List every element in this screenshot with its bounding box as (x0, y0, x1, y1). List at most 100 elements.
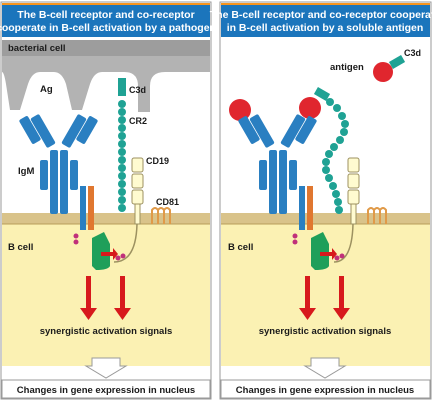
right-igm-stem-side-1 (259, 160, 267, 190)
right-ig-alpha (299, 186, 305, 230)
cr2-bead (336, 136, 344, 144)
left-cr2-chain: C3d CR2 (118, 78, 147, 212)
cd81-loops (151, 207, 171, 224)
cr2-bead (340, 128, 348, 136)
cr2-label: CR2 (129, 116, 147, 126)
right-membrane (221, 213, 430, 366)
left-igm-arm-heavy-2 (61, 114, 87, 148)
cr2-bead (118, 108, 126, 116)
right-cr2-chain (322, 98, 349, 214)
left-itam-1 (73, 233, 79, 239)
cr2-bead (335, 206, 343, 214)
cd19-domain-2 (131, 173, 144, 189)
bound-c3d (313, 87, 331, 101)
right-igm-stem-side-2 (289, 160, 297, 190)
signal-arrow-2-shaft (339, 276, 344, 310)
left-ig-beta (88, 186, 94, 230)
cd19-domain-1 (347, 157, 360, 173)
right-gene-box (220, 379, 431, 399)
cr2-bead (118, 196, 126, 204)
cr2-bead (118, 204, 126, 212)
left-igm-stem-2 (60, 150, 68, 214)
cd19-label: CD19 (146, 156, 169, 166)
cr2-bead (322, 166, 330, 174)
left-gene-label: Changes in gene expression in nucleus (17, 385, 195, 396)
left-membrane-band (2, 213, 210, 224)
bound-antigen-1 (229, 99, 251, 121)
right-cytoplasm (221, 220, 430, 366)
cd19-tail (113, 223, 138, 263)
antigen-c3d-tag (388, 55, 406, 69)
right-igm-arm-light-1 (238, 116, 260, 144)
cr2-bead (329, 182, 337, 190)
left-signal-arrows (80, 276, 131, 320)
cr2-bead (118, 156, 126, 164)
right-title-line-2: in B-cell activation by a soluble antige… (227, 22, 424, 34)
phospho-dot (339, 253, 345, 259)
right-igm-stem-2 (279, 150, 287, 214)
right-panel: The B-cell receptor and co-receptor coop… (210, 1, 433, 400)
cr2-bead (118, 188, 126, 196)
left-igm-antibody: IgM (18, 114, 98, 245)
kinase-arrow (320, 248, 337, 260)
right-title-line-1: The B-cell receptor and co-receptor coop… (210, 9, 433, 21)
cd19-tail (333, 223, 354, 263)
cr2-bead (325, 174, 333, 182)
bacterial-cell-label: bacterial cell (8, 43, 66, 54)
right-b-cell-label: B cell (228, 242, 253, 253)
cr2-bead (118, 140, 126, 148)
phospho-dot (115, 255, 121, 261)
right-itam-1 (292, 233, 298, 239)
cr2-bead (332, 190, 340, 198)
right-signals-label: synergistic activation signals (259, 326, 392, 337)
cr2-bead (338, 112, 346, 120)
signal-arrow-1-head (299, 308, 316, 320)
signal-arrow-2-head (333, 308, 350, 320)
kinase-arrow (101, 248, 118, 260)
left-title-line-1: The B-cell receptor and co-receptor (17, 9, 194, 21)
left-cd81: CD81 (151, 197, 179, 224)
right-down-chevron (303, 357, 347, 379)
left-title-accent (2, 3, 210, 5)
signal-arrow-1-shaft (305, 276, 310, 310)
left-cytoplasm (2, 220, 210, 366)
right-signal-arrows (299, 276, 350, 320)
right-title-accent (221, 3, 430, 5)
cr2-bead (118, 148, 126, 156)
cr2-bead (118, 116, 126, 124)
right-igm-arm-heavy-2 (280, 114, 306, 148)
cr2-bead (118, 132, 126, 140)
left-c3d-label: C3d (129, 85, 146, 95)
left-itam-2 (73, 239, 79, 245)
signal-arrow-1-shaft (86, 276, 91, 310)
bacterial-cell: bacterial cell Ag (2, 40, 210, 112)
cr2-bead (118, 164, 126, 172)
left-igm-arm-light-1 (19, 116, 41, 144)
cd19-domain-1 (131, 157, 144, 173)
cr2-bead (322, 158, 330, 166)
right-title-bar (221, 3, 430, 37)
right-igm-stem-1 (269, 150, 277, 214)
bound-antigen-2 (299, 97, 321, 119)
left-ig-alpha (80, 186, 86, 230)
cd19-tm (134, 203, 141, 225)
left-c3d (118, 78, 126, 96)
cd19-tm (350, 203, 357, 225)
right-kinase (311, 232, 345, 270)
free-antigen: antigen C3d (330, 48, 421, 82)
right-itam-2 (292, 239, 298, 245)
cd19-domain-2 (347, 173, 360, 189)
left-title-bar (2, 3, 210, 37)
ag-label: Ag (40, 84, 53, 95)
left-igm-arm-light-2 (76, 116, 98, 144)
cd19-domain-3 (347, 189, 360, 205)
cr2-bead (325, 150, 333, 158)
left-igm-stem-side-1 (40, 160, 48, 190)
right-cd81-loops (367, 207, 387, 224)
antigen-label: antigen (330, 62, 364, 73)
kinase-body (311, 232, 329, 270)
cr2-bead (341, 120, 349, 128)
left-panel: The B-cell receptor and co-receptor coop… (0, 1, 216, 400)
phospho-dot (120, 253, 126, 259)
